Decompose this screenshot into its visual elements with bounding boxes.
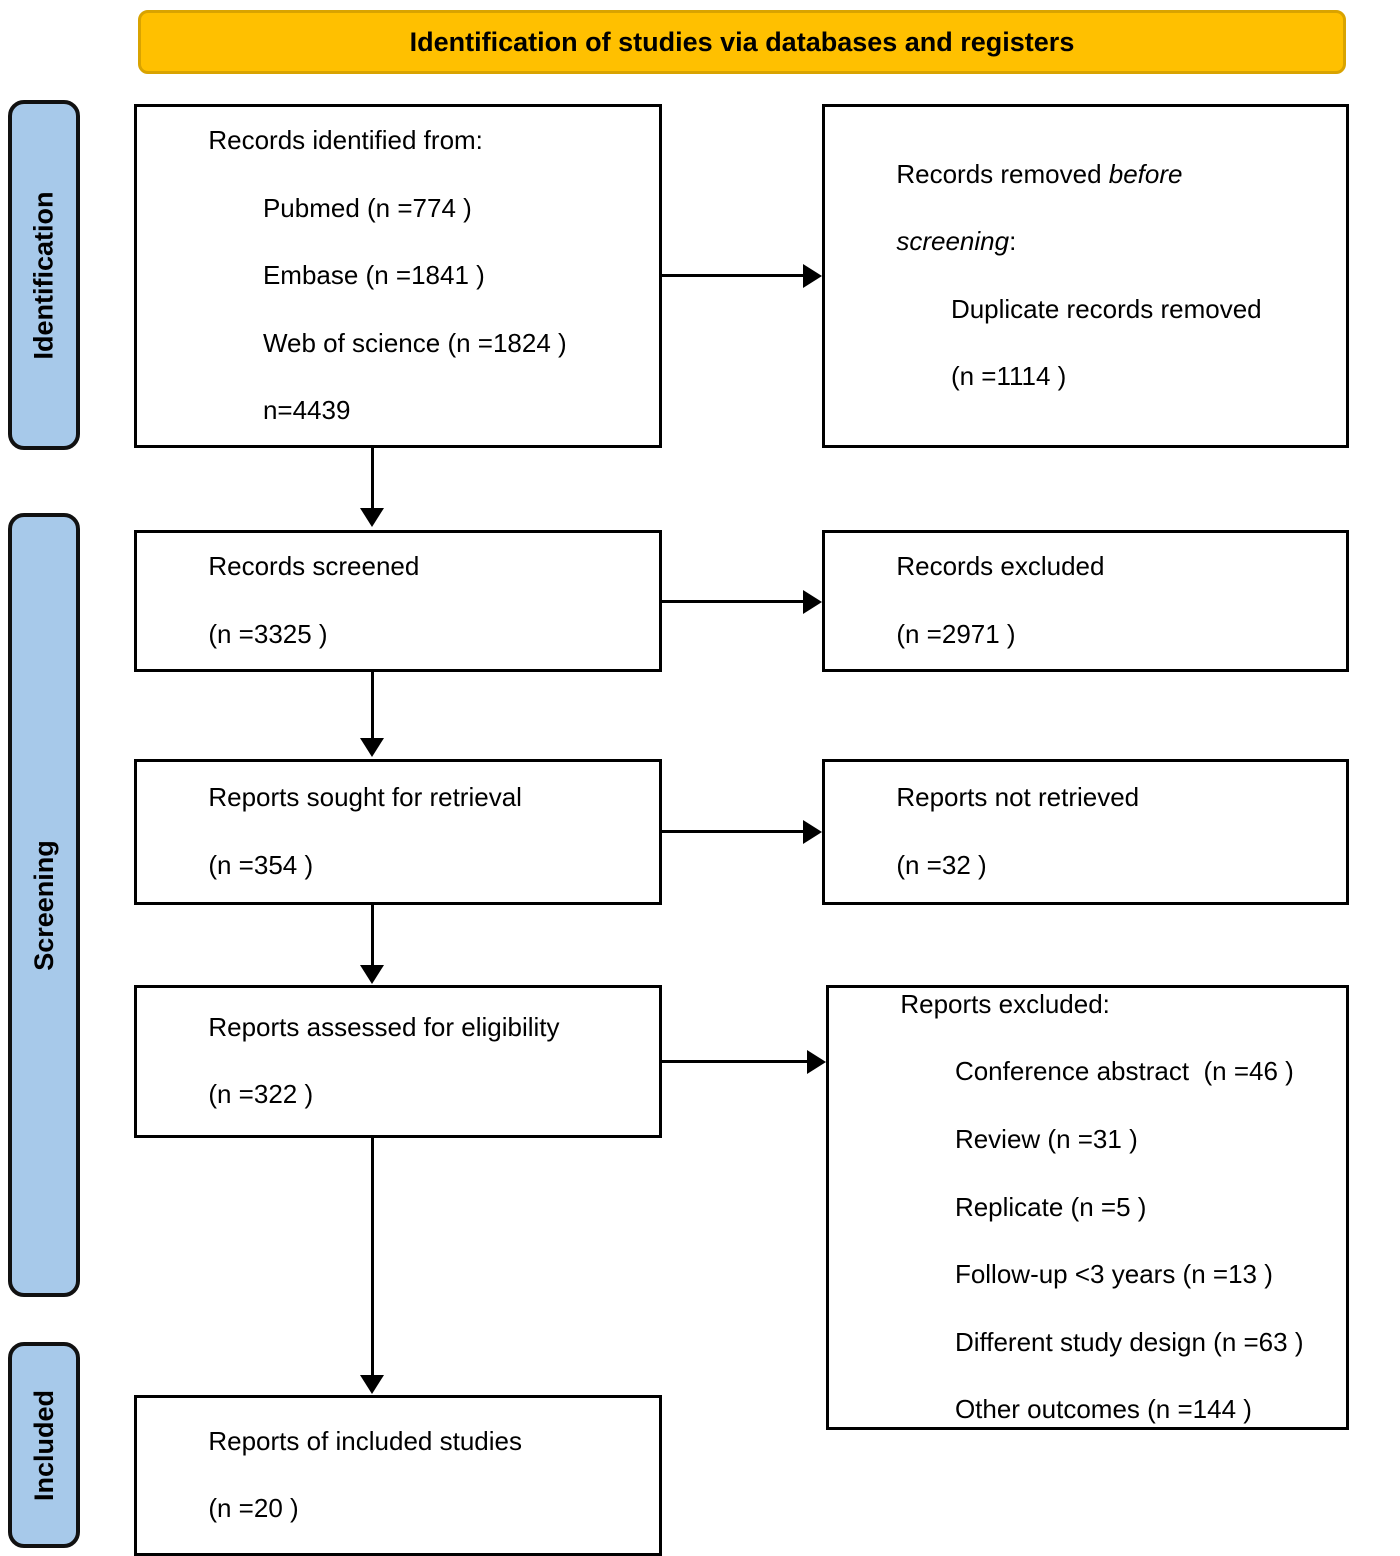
reports-sought-count: (n =354 )	[208, 849, 314, 880]
phase-banner-identification: Identification of studies via databases …	[138, 10, 1346, 74]
reports-not-retrieved-count: (n =32 )	[896, 849, 987, 880]
node-records-removed-text: Records removed before screening: Duplic…	[825, 124, 1276, 428]
node-records-identified: Records identified from: Pubmed (n =774 …	[134, 104, 662, 448]
connector-identified-to-removed	[662, 274, 803, 277]
arrowhead-screened-to-sought	[360, 738, 384, 757]
records-removed-heading-post: :	[1009, 226, 1017, 257]
arrowhead-identified-to-screened	[360, 508, 384, 527]
node-reports-included-text: Reports of included studies (n =20 )	[137, 1391, 536, 1556]
reports-excluded-reason-conference-abstract: Conference abstract (n =46 )	[954, 1056, 1294, 1087]
connector-screened-to-excluded	[662, 600, 803, 603]
phase-rail-identification-label: Identification	[28, 191, 59, 359]
reports-excluded-reason-other-outcomes: Other outcomes (n =144 )	[954, 1394, 1252, 1425]
records-removed-heading-em2: screening	[896, 226, 1010, 257]
records-removed-heading-em: before	[1108, 158, 1183, 189]
connector-assessed-to-included	[371, 1138, 374, 1378]
records-screened-count: (n =3325 )	[208, 618, 328, 649]
node-reports-not-retrieved: Reports not retrieved (n =32 )	[822, 759, 1349, 905]
reports-excluded-reason-study-design: Different study design (n =63 )	[954, 1326, 1304, 1357]
reports-included-label: Reports of included studies	[208, 1425, 522, 1456]
node-records-excluded: Records excluded (n =2971 )	[822, 530, 1349, 672]
connector-screened-to-sought	[371, 672, 374, 741]
node-reports-not-retrieved-text: Reports not retrieved (n =32 )	[825, 748, 1153, 917]
arrowhead-assessed-to-reports-excluded	[807, 1050, 826, 1074]
records-excluded-label: Records excluded	[896, 551, 1105, 582]
node-records-excluded-text: Records excluded (n =2971 )	[825, 517, 1118, 686]
node-reports-assessed-for-eligibility: Reports assessed for eligibility (n =322…	[134, 985, 662, 1138]
arrowhead-assessed-to-included	[360, 1375, 384, 1394]
phase-rail-screening: Screening	[8, 513, 80, 1297]
connector-sought-to-not-retrieved	[662, 830, 803, 833]
node-reports-excluded: Reports excluded: Conference abstract (n…	[826, 985, 1349, 1430]
records-removed-heading-pre: Records removed	[896, 158, 1109, 189]
reports-sought-label: Reports sought for retrieval	[208, 782, 522, 813]
reports-excluded-reason-replicate: Replicate (n =5 )	[954, 1191, 1147, 1222]
records-excluded-count: (n =2971 )	[896, 618, 1016, 649]
reports-included-count: (n =20 )	[208, 1493, 299, 1524]
arrowhead-identified-to-removed	[803, 264, 822, 288]
phase-rail-identification: Identification	[8, 100, 80, 450]
records-identified-heading: Records identified from:	[208, 124, 483, 155]
phase-rail-screening-label: Screening	[28, 839, 59, 971]
phase-rail-included-label: Included	[28, 1389, 59, 1501]
records-identified-source-embase: Embase (n =1841 )	[262, 260, 485, 291]
records-removed-count: (n =1114 )	[950, 361, 1067, 392]
node-reports-assessed-text: Reports assessed for eligibility (n =322…	[137, 977, 574, 1146]
node-records-screened-text: Records screened (n =3325 )	[137, 517, 433, 686]
connector-identified-to-screened	[371, 448, 374, 511]
records-identified-total: n=4439	[262, 395, 351, 426]
node-reports-sought-for-retrieval: Reports sought for retrieval (n =354 )	[134, 759, 662, 905]
reports-assessed-count: (n =322 )	[208, 1079, 314, 1110]
records-identified-source-pubmed: Pubmed (n =774 )	[262, 192, 472, 223]
arrowhead-screened-to-excluded	[803, 590, 822, 614]
connector-assessed-to-reports-excluded	[662, 1060, 807, 1063]
records-screened-label: Records screened	[208, 551, 420, 582]
node-reports-of-included-studies: Reports of included studies (n =20 )	[134, 1395, 662, 1556]
reports-assessed-label: Reports assessed for eligibility	[208, 1011, 560, 1042]
banner-title: Identification of studies via databases …	[409, 26, 1075, 57]
reports-excluded-reason-review: Review (n =31 )	[954, 1124, 1138, 1155]
records-identified-source-wos: Web of science (n =1824 )	[262, 327, 567, 358]
connector-sought-to-assessed	[371, 905, 374, 967]
node-records-identified-text: Records identified from: Pubmed (n =774 …	[137, 90, 581, 462]
node-reports-excluded-text: Reports excluded: Conference abstract (n…	[829, 954, 1318, 1461]
reports-not-retrieved-label: Reports not retrieved	[896, 782, 1140, 813]
node-records-removed-before-screening: Records removed before screening: Duplic…	[822, 104, 1349, 448]
node-records-screened: Records screened (n =3325 )	[134, 530, 662, 672]
arrowhead-sought-to-not-retrieved	[803, 820, 822, 844]
arrowhead-sought-to-assessed	[360, 965, 384, 984]
records-removed-detail: Duplicate records removed	[950, 293, 1262, 324]
reports-excluded-reason-followup: Follow-up <3 years (n =13 )	[954, 1259, 1273, 1290]
phase-rail-included: Included	[8, 1342, 80, 1548]
node-reports-sought-text: Reports sought for retrieval (n =354 )	[137, 748, 536, 917]
reports-excluded-heading: Reports excluded:	[900, 988, 1110, 1019]
